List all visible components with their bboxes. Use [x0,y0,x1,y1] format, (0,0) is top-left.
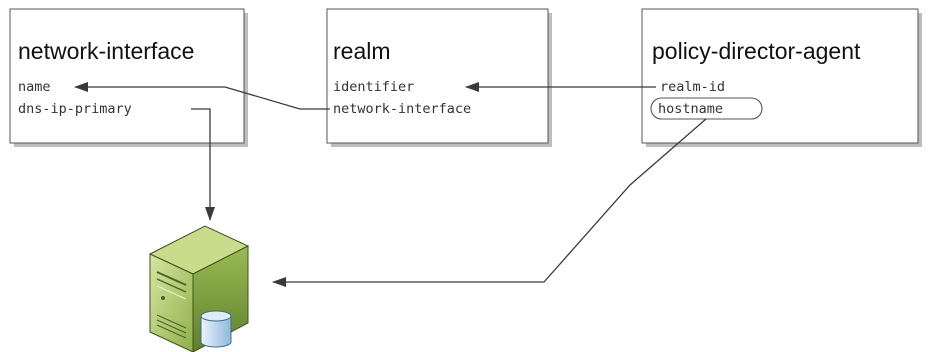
entity-network-interface: network-interface name dns-ip-primary [9,8,248,147]
edge-hostname-to-server [272,118,707,287]
field-dns-ip-primary: dns-ip-primary [18,101,132,117]
field-realm-id: realm-id [660,79,725,95]
entity-title: policy-director-agent [652,38,861,64]
entity-box [641,8,919,144]
edge-realm-network-interface-to-name [74,82,330,110]
database-cylinder [200,310,232,348]
entity-title: network-interface [18,38,194,64]
entity-box [9,8,245,144]
entity-policy-director-agent: policy-director-agent realm-id hostname [641,8,922,147]
field-hostname: hostname [658,101,723,117]
entity-realm: realm identifier network-interface [326,8,552,147]
field-name: name [18,79,51,95]
field-identifier: identifier [333,79,414,95]
server-database-icon [148,225,250,352]
field-network-interface: network-interface [333,101,471,117]
entity-box [326,8,549,144]
edge-dns-ip-primary-to-server [191,108,215,221]
highlight-oval [650,97,763,120]
entity-title: realm [333,38,391,64]
